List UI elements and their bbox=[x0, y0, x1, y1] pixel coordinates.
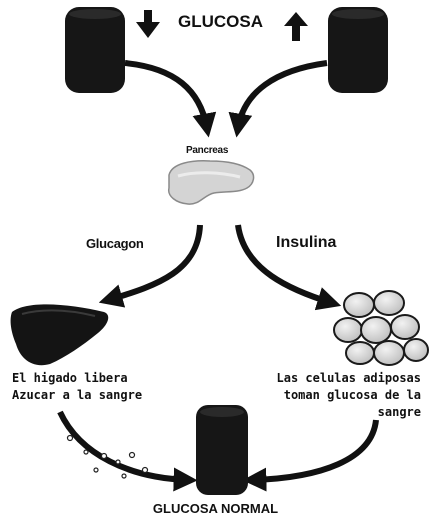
fat-caption-line-3: sangre bbox=[277, 404, 422, 421]
low-glucose-vessel-icon bbox=[65, 7, 125, 93]
arrow-low-to-pancreas bbox=[125, 63, 207, 128]
arrow-liver-to-normal bbox=[60, 412, 188, 480]
liver-caption-line-1: El higado libera bbox=[12, 370, 142, 387]
normal-glucose-label: GLUCOSA NORMAL bbox=[0, 501, 431, 516]
liver-icon bbox=[11, 304, 109, 365]
fat-caption: Las celulas adiposas toman glucosa de la… bbox=[277, 370, 422, 421]
arrow-up-icon bbox=[284, 12, 308, 41]
fat-cells-icon bbox=[334, 291, 428, 365]
pancreas-icon bbox=[169, 161, 254, 204]
glucose-title: GLUCOSA bbox=[178, 12, 263, 32]
glucagon-label: Glucagon bbox=[86, 236, 144, 251]
fat-caption-line-2: toman glucosa de la bbox=[277, 387, 422, 404]
liver-caption-line-2: Azucar a la sangre bbox=[12, 387, 142, 404]
arrow-fat-to-normal bbox=[252, 420, 376, 480]
fat-caption-line-1: Las celulas adiposas bbox=[277, 370, 422, 387]
pancreas-label: Pancreas bbox=[186, 145, 228, 156]
normal-glucose-vessel-icon bbox=[196, 405, 248, 495]
liver-caption: El higado libera Azucar a la sangre bbox=[12, 370, 142, 404]
arrow-high-to-pancreas bbox=[238, 63, 327, 128]
high-glucose-vessel-icon bbox=[328, 7, 388, 93]
insulin-label: Insulina bbox=[276, 234, 336, 252]
arrow-down-icon bbox=[136, 10, 160, 38]
